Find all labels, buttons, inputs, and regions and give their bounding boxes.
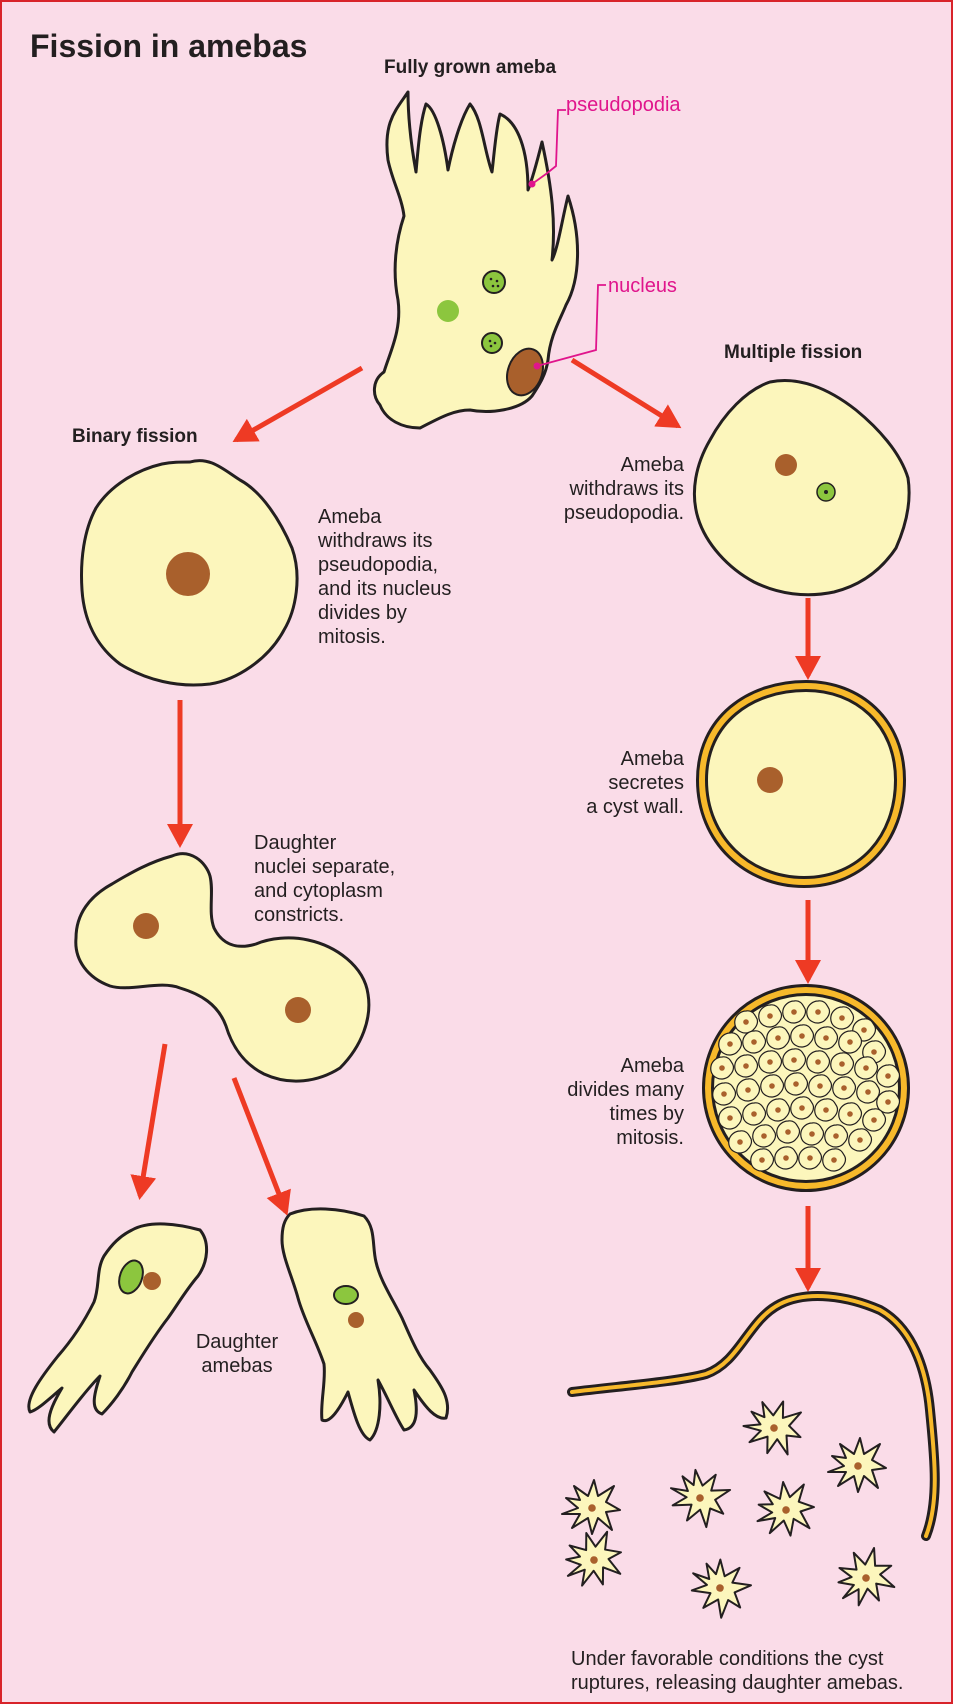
nucleus [166, 552, 210, 596]
multiple-step-cyst: Ameba secretes a cyst wall. [500, 747, 684, 819]
page-title: Fission in amebas [30, 27, 307, 65]
label-pseudopodia: pseudopodia [566, 93, 681, 117]
nucleus [285, 997, 311, 1023]
multiple-step-divides: Ameba divides many times by mitosis. [500, 1054, 684, 1150]
vacuole [482, 333, 502, 353]
heading-multiple: Multiple fission [724, 341, 862, 365]
heading-binary: Binary fission [72, 425, 198, 449]
nucleus [133, 913, 159, 939]
nucleus [775, 454, 797, 476]
binary-step-withdraw: Ameba withdraws its pseudopodia, and its… [318, 505, 451, 649]
binary-step-daughters: Daughter amebas [176, 1330, 298, 1378]
multiple-step-withdraw: Ameba withdraws its pseudopodia. [500, 453, 684, 525]
vacuole [483, 271, 505, 293]
nucleus [757, 767, 783, 793]
nucleus [143, 1272, 161, 1290]
vacuole [334, 1286, 358, 1304]
label-nucleus: nucleus [608, 274, 677, 298]
multiple-step-rupture: Under favorable conditions the cyst rupt… [571, 1647, 951, 1695]
heading-fully-grown: Fully grown ameba [384, 56, 556, 80]
binary-step-separate: Daughter nuclei separate, and cytoplasm … [254, 831, 395, 927]
vacuole [437, 300, 459, 322]
nucleus [348, 1312, 364, 1328]
